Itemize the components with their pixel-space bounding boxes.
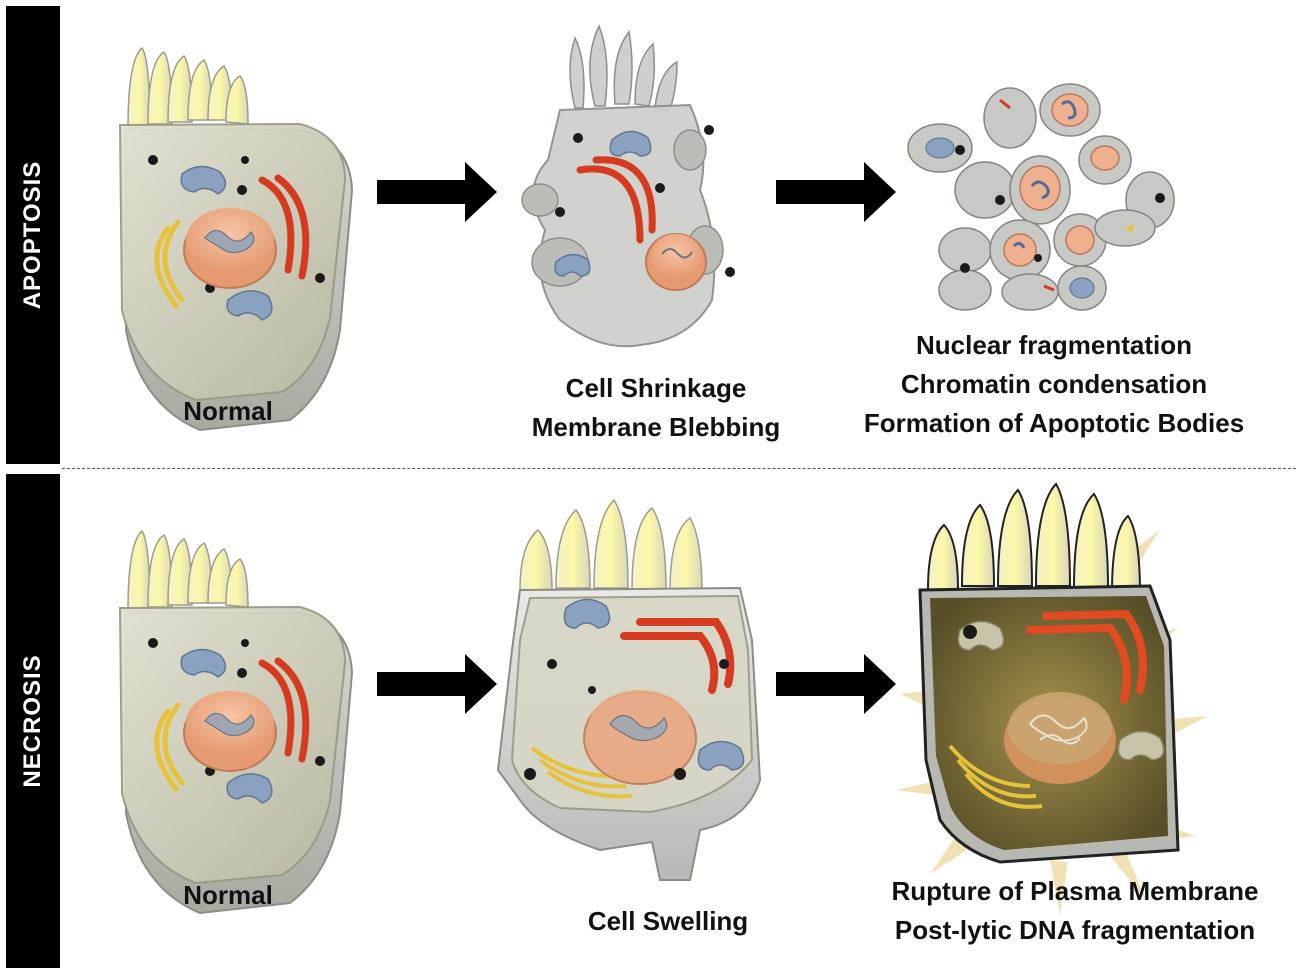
caption-apoptosis-bodies: Nuclear fragmentation Chromatin condensa…: [863, 330, 1245, 438]
apoptosis-band: APOPTOSIS: [6, 6, 60, 464]
shrinking-cell: [521, 24, 735, 348]
necrosis-band: NECROSIS: [6, 474, 60, 968]
swollen-cell: [496, 498, 762, 881]
caption-necrosis-rupture: Rupture of Plasma Membrane Post-lytic DN…: [891, 876, 1259, 945]
ruptured-cell: [896, 482, 1208, 916]
caption-necrosis-normal: Normal: [183, 880, 273, 910]
caption-apoptosis-normal: Normal: [183, 396, 273, 426]
caption-apoptosis-shrinkage: Cell Shrinkage Membrane Blebbing: [531, 373, 781, 442]
apoptotic-bodies: [907, 83, 1175, 311]
caption-necrosis-swelling: Cell Swelling: [587, 906, 749, 936]
row-divider: [62, 468, 1296, 469]
